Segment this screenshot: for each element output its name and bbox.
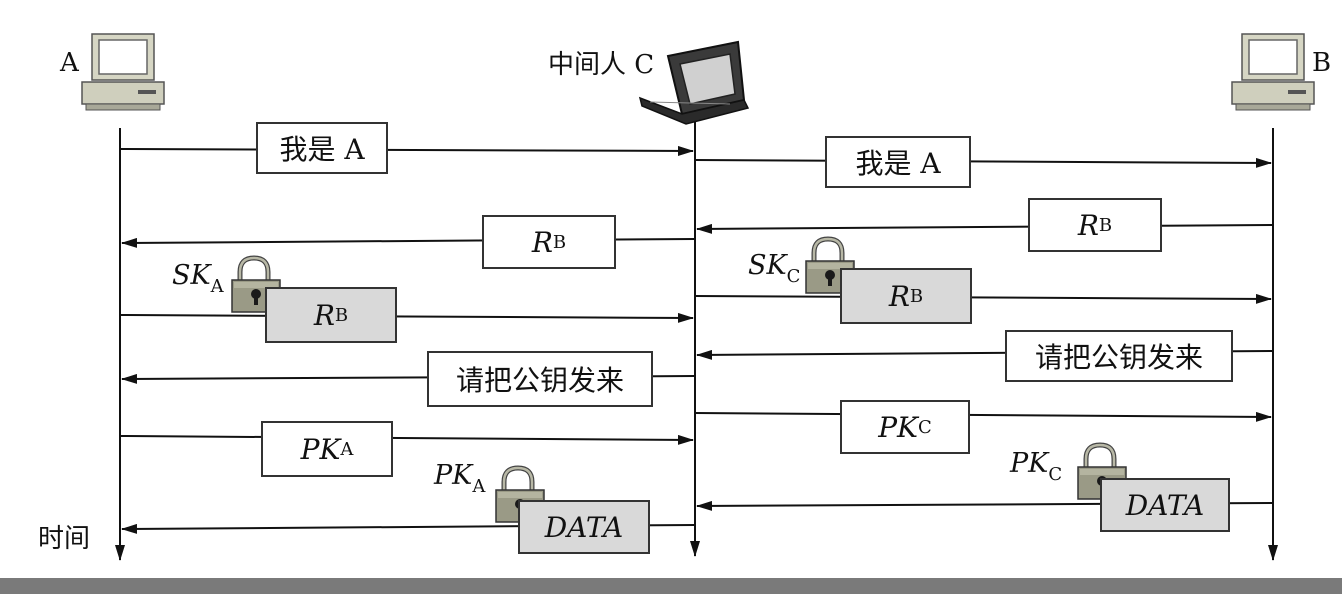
message-text: R	[313, 298, 335, 332]
message-text: R	[531, 225, 553, 259]
encrypted-message-box: DATA	[1100, 478, 1230, 532]
key-name: PK	[1010, 448, 1049, 479]
message-subscript: B	[1098, 214, 1113, 236]
message-text: 请把公钥发来	[455, 364, 624, 397]
message-text: PK	[878, 410, 918, 444]
time-axis-label: 时间	[38, 524, 91, 554]
message-box: 我是 A	[256, 122, 388, 174]
message-box: 请把公钥发来	[1005, 330, 1233, 382]
key-name: SK	[172, 260, 211, 291]
key-subscript: A	[210, 276, 224, 297]
message-text: R	[888, 279, 910, 313]
message-subscript: B	[552, 231, 567, 253]
node-b-label: B	[1312, 48, 1332, 78]
laptop-computer-icon	[638, 40, 750, 125]
message-text: R	[1077, 208, 1099, 242]
message-subscript: C	[917, 416, 932, 438]
message-subscript: A	[340, 438, 354, 460]
key-name: PK	[434, 460, 473, 491]
node-a-label: A	[60, 48, 79, 78]
message-text: 请把公钥发来	[1034, 341, 1203, 374]
key-subscript: C	[1048, 464, 1063, 485]
message-text: 我是 A	[279, 133, 365, 166]
desktop-computer-icon	[81, 33, 165, 111]
message-subscript: B	[909, 285, 924, 307]
key-label: PKA	[434, 460, 485, 497]
key-label: PKC	[1010, 448, 1062, 485]
message-box: 请把公钥发来	[427, 351, 653, 407]
message-text: PK	[300, 432, 341, 466]
message-box: 我是 A	[825, 136, 971, 188]
key-name: SK	[748, 250, 787, 281]
key-label: SKC	[748, 250, 800, 287]
bottom-bar	[0, 578, 1342, 594]
node-c-label: 中间人 C	[548, 50, 655, 80]
message-subscript: B	[334, 304, 349, 326]
desktop-computer-icon	[1231, 33, 1315, 111]
key-subscript: C	[786, 266, 801, 287]
message-text: DATA	[544, 510, 624, 544]
key-label: SKA	[172, 260, 224, 297]
message-text: 我是 A	[855, 147, 941, 180]
message-text: DATA	[1125, 488, 1205, 522]
encrypted-message-box: DATA	[518, 500, 650, 554]
key-subscript: A	[472, 476, 486, 497]
